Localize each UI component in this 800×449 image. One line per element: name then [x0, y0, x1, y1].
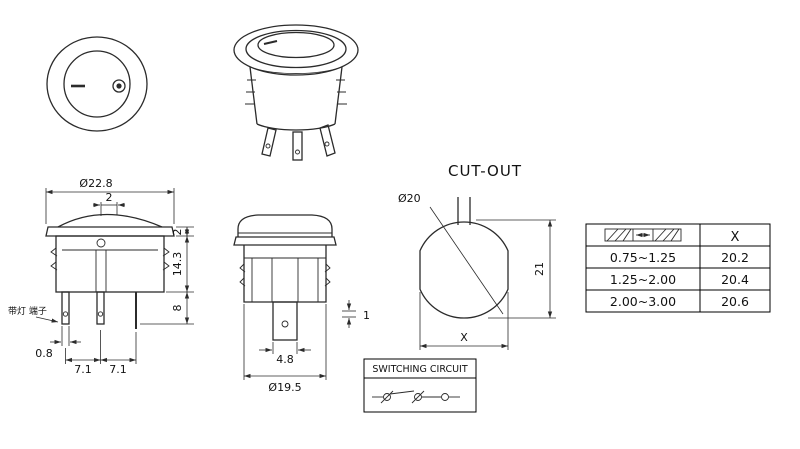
snap-ribs — [50, 247, 170, 271]
dim-terminal-8: 8 — [171, 305, 184, 312]
dim-flange-2: 2 — [171, 229, 184, 236]
lamp-dot-icon — [112, 79, 126, 93]
table-row-x: 20.2 — [721, 250, 749, 265]
table-header-x: X — [731, 230, 740, 245]
dim-thickness-0-8: 0.8 — [35, 347, 53, 360]
bottom-view: 4.8 Ø19.5 1 — [233, 214, 370, 394]
switching-circuit: SWITCHING CIRCUIT — [363, 358, 477, 413]
front-view — [46, 36, 148, 132]
snap-ribs2 — [239, 263, 331, 287]
table-row-x: 20.6 — [721, 294, 749, 309]
dim-cutout-height-21: 21 — [533, 262, 546, 276]
cutout-title: CUT-OUT — [448, 162, 522, 180]
dim-diameter-19-5: Ø19.5 — [268, 381, 301, 394]
side-ribs — [245, 79, 347, 105]
dim-diameter-22-8: Ø22.8 — [79, 177, 112, 190]
cutout-view: CUT-OUT Ø20 21 X — [398, 162, 556, 350]
table-row-x: 20.4 — [721, 272, 749, 287]
dim-cutout-width-x: X — [460, 331, 468, 344]
terminals-3d — [261, 124, 336, 161]
table-row-thickness: 0.75~1.25 — [610, 250, 676, 265]
dim-pitch-right-7-1: 7.1 — [109, 363, 127, 376]
body — [55, 235, 165, 293]
terminal-note-label: 带灯 端子 — [8, 305, 47, 317]
rocker-arc — [57, 213, 163, 228]
perspective-view — [233, 24, 359, 161]
table-row-thickness: 1.25~2.00 — [610, 272, 676, 287]
dim-rocker-2: 2 — [106, 191, 113, 204]
center-terminal — [272, 301, 298, 341]
flange2 — [233, 236, 337, 246]
cap — [237, 214, 333, 237]
body2 — [243, 245, 327, 303]
dim-cutout-diameter-20: Ø20 — [398, 192, 421, 205]
panel-symbol-icon — [604, 228, 682, 242]
dim-body-14-3: 14.3 — [171, 252, 184, 277]
side-view: Ø22.8 2 2 14.3 8 0.8 7.1 7.1 带灯 端 — [8, 177, 194, 376]
lamp-dot-center — [116, 83, 122, 89]
flange — [45, 226, 175, 237]
pivot-hole — [96, 238, 106, 248]
dim-pitch-left-7-1: 7.1 — [74, 363, 92, 376]
circuit-symbol-icon — [372, 390, 460, 404]
terminals-side — [61, 291, 137, 329]
dim-panel-1: 1 — [363, 309, 370, 322]
bezel-circle — [46, 36, 148, 132]
circuit-title: SWITCHING CIRCUIT — [372, 364, 467, 375]
cutout-shape — [419, 221, 509, 319]
dim-terminal-width-4-8: 4.8 — [276, 353, 294, 366]
rocker-mark — [263, 40, 278, 45]
thickness-table: X 0.75~1.25 20.2 1.25~2.00 20.4 2.00~3.0… — [585, 223, 771, 313]
table-row-thickness: 2.00~3.00 — [610, 294, 676, 309]
rocker-top — [257, 31, 335, 59]
rocker-circle — [63, 50, 131, 118]
